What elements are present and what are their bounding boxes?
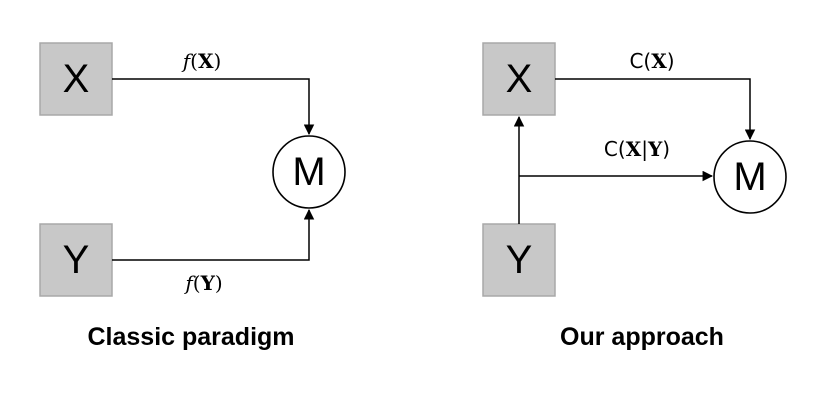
left-edge-y-open: ( (193, 271, 201, 295)
left-edge-x-to-m (112, 78, 315, 136)
right-edge-x-close: ) (667, 49, 675, 73)
right-edge-xy-var: X (626, 137, 642, 161)
left-node-y: Y (39, 223, 113, 297)
right-edge-xy-close: ) (662, 137, 670, 161)
right-edge-xy-open: ( (618, 137, 626, 161)
left-edge-x-open: ( (190, 49, 198, 73)
left-edge-y-close: ) (215, 271, 223, 295)
right-node-m-circle (713, 140, 787, 214)
left-node-y-box (39, 223, 113, 297)
right-edge-x-open: ( (643, 49, 651, 73)
right-edge-x-label: C(X) (629, 49, 674, 73)
right-edge-xy-bar: | (641, 137, 648, 161)
left-edge-y-to-m (112, 208, 315, 261)
right-node-x-box (482, 42, 556, 116)
left-panel: X Y M f(X) f(Y) Classic paradigm (39, 42, 346, 351)
right-node-m: M (713, 140, 787, 214)
right-edge-x-to-m (555, 78, 756, 141)
left-edge-y-var: Y (200, 271, 216, 295)
right-panel: X Y M C(X) C(X|Y) Our approach (482, 42, 787, 351)
left-node-x: X (39, 42, 113, 116)
right-edge-x-var: X (651, 49, 667, 73)
right-node-y-box (482, 223, 556, 297)
right-node-y: Y (482, 223, 556, 297)
left-node-m: M (272, 135, 346, 209)
left-caption: Classic paradigm (87, 323, 294, 351)
right-edge-x-func: C (629, 49, 643, 73)
right-edge-xy-given: Y (647, 137, 663, 161)
left-node-y-label: Y (63, 238, 90, 282)
right-node-x-label: X (506, 57, 533, 101)
right-node-y-label: Y (506, 238, 533, 282)
right-edge-xy-label: C(X|Y) (604, 137, 670, 161)
right-node-x: X (482, 42, 556, 116)
left-edge-y-label: f(Y) (183, 271, 222, 295)
right-node-m-label: M (733, 155, 766, 199)
left-node-m-circle (272, 135, 346, 209)
left-node-x-label: X (63, 57, 90, 101)
left-edge-x-close: ) (213, 49, 221, 73)
right-edge-xy-func: C (604, 137, 618, 161)
left-node-x-box (39, 42, 113, 116)
left-edge-x-label: f(X) (181, 49, 222, 73)
right-caption: Our approach (560, 323, 724, 351)
left-edge-x-var: X (198, 49, 214, 73)
left-node-m-label: M (292, 150, 325, 194)
